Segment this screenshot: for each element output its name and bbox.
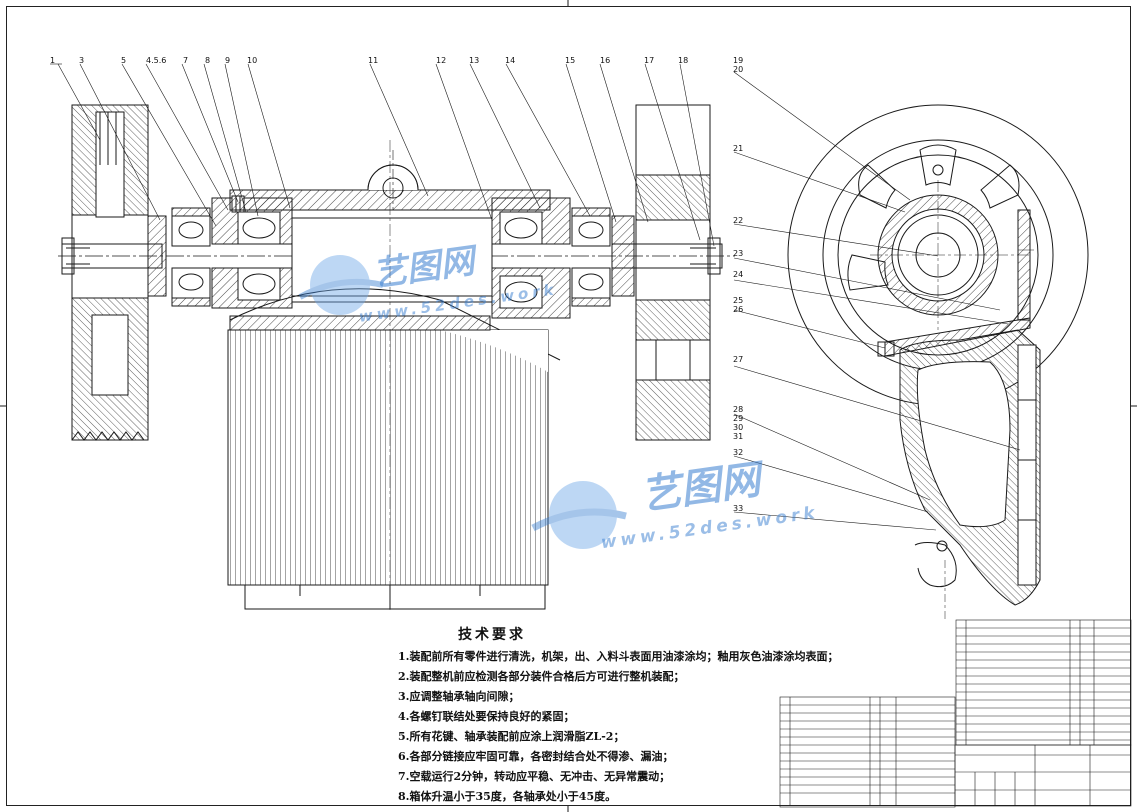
side-view: [787, 104, 1089, 620]
callout-18: 18: [678, 56, 689, 65]
shaft-section-view: [58, 104, 735, 610]
callout-16: 16: [600, 56, 611, 65]
drawing-frame: [6, 6, 1131, 806]
callout-26: 26: [733, 305, 744, 314]
requirement-5: 5.所有花键、轴承装配前应涂上润滑脂ZL-2；: [398, 730, 625, 743]
callout-33: 33: [733, 504, 744, 513]
requirement-3: 3.应调整轴承轴向间隙；: [398, 690, 520, 703]
crushing-roller: [227, 329, 549, 586]
callout-32: 32: [733, 448, 744, 457]
callout-13: 13: [469, 56, 480, 65]
parts-list: [779, 619, 1132, 808]
watermark-globe-icon: [298, 255, 384, 315]
callout-7: 7: [183, 56, 189, 65]
callout-11: 11: [368, 56, 379, 65]
callout-9: 9: [225, 56, 231, 65]
requirement-6: 6.各部分链接应牢固可靠，各密封结合处不得渗、漏油；: [398, 750, 674, 763]
callout-28: 28: [733, 405, 744, 414]
right-bearing: [571, 215, 611, 247]
callout-21: 21: [733, 144, 744, 153]
requirement-8: 8.箱体升温小于35度，各轴承处小于45度。: [398, 790, 617, 803]
callout-3: 3: [79, 56, 85, 65]
callout-19: 19: [733, 56, 744, 65]
callout-22: 22: [733, 216, 744, 225]
callout-30: 30: [733, 423, 744, 432]
watermark-globe-icon-2: [531, 481, 627, 549]
left-bearing: [171, 215, 211, 247]
callout-15: 15: [565, 56, 576, 65]
callout-10: 10: [247, 56, 258, 65]
callout-23: 23: [733, 249, 744, 258]
callout-24: 24: [733, 270, 744, 279]
requirement-2: 2.装配整机前应检测各部分装件合格后方可进行整机装配；: [398, 670, 685, 683]
requirement-4: 4.各螺钉联结处要保持良好的紧固；: [398, 710, 575, 723]
callout-27: 27: [733, 355, 744, 364]
requirement-1: 1.装配前所有零件进行清洗，机架，出、入料斗表面用油漆涂均；釉用灰色油漆涂均表面…: [398, 650, 839, 663]
callout-4-5-6: 4.5.6: [146, 56, 167, 65]
callout-29: 29: [733, 414, 744, 423]
callout-31: 31: [733, 432, 744, 441]
callout-8: 8: [205, 56, 211, 65]
callout-1: 1: [50, 56, 56, 65]
technical-requirements-title: 技术要求: [458, 627, 526, 643]
leader-lines: [50, 63, 1021, 531]
callout-20: 20: [733, 65, 744, 74]
callout-25: 25: [733, 296, 744, 305]
callout-17: 17: [644, 56, 655, 65]
requirement-7: 7.空载运行2分钟，转动应平稳、无冲击、无异常震动；: [398, 770, 671, 783]
callout-14: 14: [505, 56, 516, 65]
callout-5: 5: [121, 56, 127, 65]
callout-12: 12: [436, 56, 447, 65]
